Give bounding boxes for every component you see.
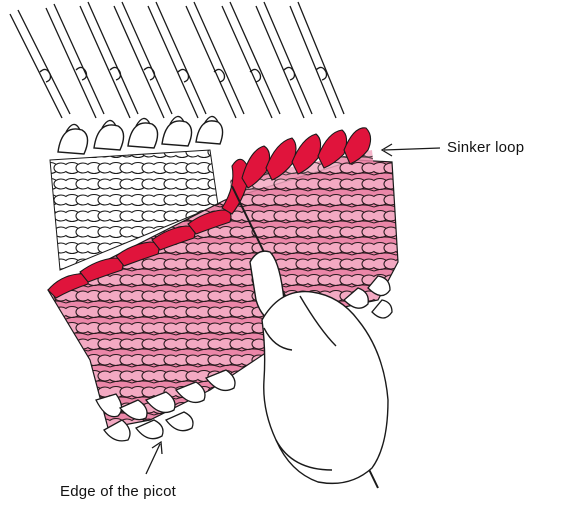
latch-needles [10,2,344,118]
picot-edge-arrow [146,442,162,474]
picot-edge-label: Edge of the picot [60,483,176,500]
sinker-loop-arrow [382,144,440,156]
sinker-loop-label: Sinker loop [447,139,524,156]
